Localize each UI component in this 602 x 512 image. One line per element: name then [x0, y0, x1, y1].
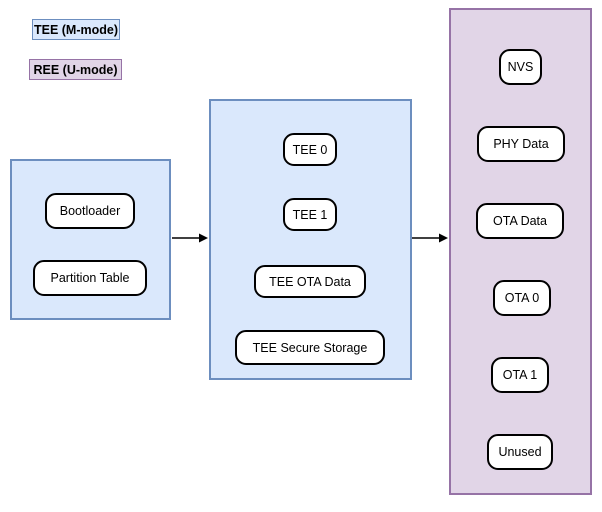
- legend-item-ree-u-mode: REE (U-mode): [29, 59, 122, 80]
- node-ota-data: OTA Data: [476, 203, 564, 239]
- node-nvs: NVS: [499, 49, 542, 85]
- node-tee-ota-data: TEE OTA Data: [254, 265, 366, 298]
- node-partition-table: Partition Table: [33, 260, 147, 296]
- legend-item-tee-m-mode: TEE (M-mode): [32, 19, 120, 40]
- node-tee-secure-storage: TEE Secure Storage: [235, 330, 385, 365]
- node-tee-0: TEE 0: [283, 133, 337, 166]
- node-ota-0: OTA 0: [493, 280, 551, 316]
- node-unused: Unused: [487, 434, 553, 470]
- node-tee-1: TEE 1: [283, 198, 337, 231]
- node-bootloader: Bootloader: [45, 193, 135, 229]
- arrow-bootloader-to-tee: [162, 228, 218, 248]
- arrow-tee-to-ree: [402, 228, 458, 248]
- node-ota-1: OTA 1: [491, 357, 549, 393]
- node-phy-data: PHY Data: [477, 126, 565, 162]
- ree-region: [449, 8, 592, 495]
